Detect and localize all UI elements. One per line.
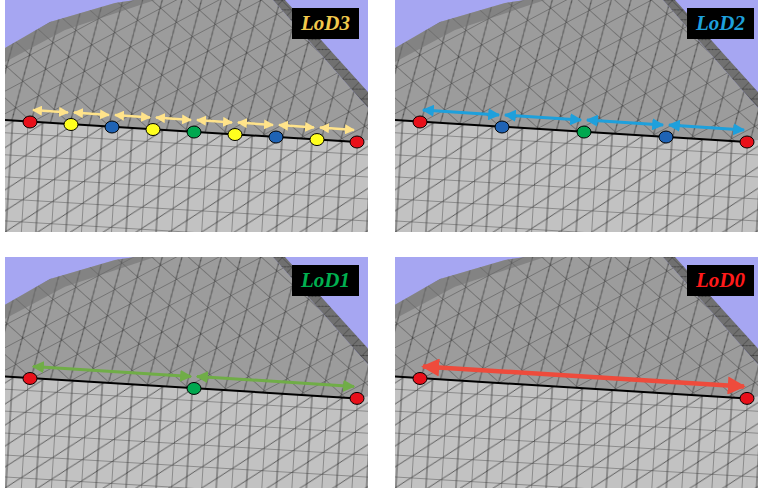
span-arrow: [238, 123, 273, 126]
mesh-illustration: [395, 0, 758, 232]
lod-label: LoD2: [696, 11, 745, 35]
vertex-dot: [413, 373, 427, 385]
mesh-illustration: [5, 257, 368, 488]
span-arrow: [423, 110, 499, 115]
lod-label-box: LoD2: [687, 8, 754, 39]
vertex-dot: [105, 121, 119, 133]
span-arrow: [505, 115, 581, 120]
vertex-dot: [187, 382, 201, 394]
span-arrow: [197, 377, 354, 387]
span-arrow: [115, 115, 150, 118]
lod-label-box: LoD0: [687, 265, 754, 296]
vertex-dot: [228, 129, 242, 141]
span-arrow: [279, 125, 314, 128]
vertex-dot: [659, 131, 673, 143]
mesh-illustration: [5, 0, 368, 232]
vertex-dot: [413, 116, 427, 128]
span-arrow: [197, 120, 232, 123]
vertex-dot: [495, 121, 509, 133]
mesh-illustration: [395, 257, 758, 488]
span-arrow: [320, 128, 354, 130]
lod-label: LoD1: [301, 268, 350, 292]
span-arrow: [587, 120, 663, 125]
vertex-dot: [577, 126, 591, 138]
span-arrow: [156, 118, 191, 121]
span-arrow: [423, 367, 744, 387]
vertex-dot: [23, 373, 37, 385]
vertex-dot: [350, 136, 364, 148]
span-arrow: [74, 113, 109, 116]
lod-label: LoD3: [301, 11, 350, 35]
vertex-dot: [23, 116, 37, 128]
lod-label-box: LoD3: [292, 8, 359, 39]
vertex-dot: [310, 134, 324, 146]
vertex-dot: [146, 124, 160, 136]
span-arrow: [669, 125, 744, 130]
vertex-dot: [187, 126, 201, 138]
span-arrow: [33, 110, 68, 113]
vertex-dot: [269, 131, 283, 143]
lod-label-box: LoD1: [292, 265, 359, 296]
lod-label: LoD0: [696, 268, 745, 292]
vertex-dot: [350, 392, 364, 404]
vertex-dot: [740, 136, 754, 148]
vertex-dot: [740, 392, 754, 404]
span-arrow: [33, 367, 191, 377]
vertex-dot: [64, 119, 78, 131]
